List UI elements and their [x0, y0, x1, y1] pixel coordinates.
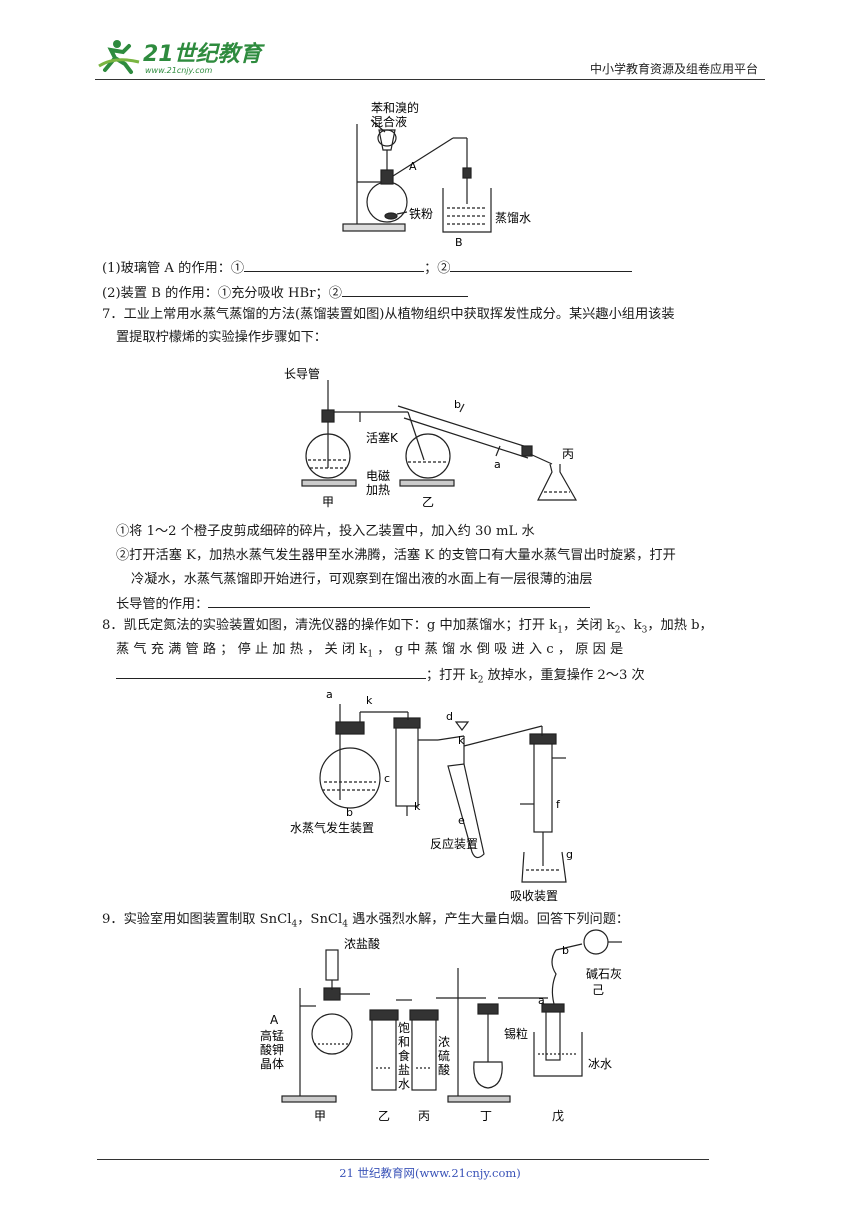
label-water: 蒸馏水	[495, 211, 531, 225]
label-nacl-2: 和	[398, 1035, 410, 1049]
figure-bromobenzene-apparatus: 苯和溴的 混合液 A 铁粉 蒸馏水 B	[342, 100, 531, 248]
header-divider	[95, 79, 765, 80]
q7-line-2: 置提取柠檬烯的实验操作步骤如下：	[116, 330, 327, 345]
label-jia: 甲	[314, 1109, 326, 1123]
figure-kjeldahl-apparatus: a k b c k d k e f g 水蒸气发生装置 反应装置 吸收装置	[290, 688, 573, 903]
label-ding: 丁	[480, 1109, 492, 1123]
footer-link[interactable]: 21 世纪教育网(www.21cnjy.com)	[339, 1166, 521, 1180]
label-yi: 乙	[422, 495, 434, 509]
label-tin: 锡粒	[504, 1026, 528, 1041]
label-heat-2: 加热	[366, 483, 390, 497]
footer-divider	[97, 1159, 709, 1160]
logo-title: 21世纪教育	[143, 41, 266, 67]
label-a: a	[494, 458, 501, 471]
label-heat-1: 电磁	[366, 468, 390, 483]
q7-step-2b: 冷凝水，水蒸气蒸馏即开始进行，可观察到在馏出液的水面上有一层很薄的油层	[131, 572, 593, 587]
label-reaction: 反应装置	[430, 836, 478, 851]
q6-line-1: (1)玻璃管 A 的作用：①；②	[102, 257, 633, 279]
q8-line-3: ；打开 k2 放掉水，重复操作 2～3 次	[116, 664, 645, 691]
q8-line-2: 蒸 气 充 满 管 路 ； 停 止 加 热 ， 关 闭 k1 ， g 中 蒸 馏…	[116, 642, 624, 660]
label-jia: 甲	[322, 495, 334, 509]
label-nacl-4: 盐	[398, 1063, 410, 1077]
label-k1: k	[366, 694, 373, 707]
q6-line-2: (2)装置 B 的作用：①充分吸收 HBr；②	[102, 282, 468, 304]
label-hcl: 浓盐酸	[344, 936, 380, 951]
label-a-2: a	[538, 994, 545, 1007]
label-kmno4-2: 酸钾	[260, 1042, 284, 1057]
label-absorb: 吸收装置	[510, 889, 558, 903]
label-b: b	[346, 806, 353, 819]
label-iron: 铁粉	[409, 207, 433, 221]
q7-line-1: 7．工业上常用水蒸气蒸馏的方法(蒸馏装置如图)从植物组织中获取挥发性成分。某兴趣…	[102, 307, 675, 322]
label-g: g	[566, 848, 573, 861]
site-logo: 21世纪教育 www.21cnjy.com	[95, 36, 275, 76]
label-kmno4-1: 高锰	[260, 1028, 284, 1043]
figure-steam-distillation: 长导管 活塞K 电磁 加热 甲 乙 丙 b a	[284, 366, 578, 509]
label-nacl-1: 饱	[398, 1020, 410, 1035]
q8-line-1: 8．凯氏定氮法的实验装置如图，清洗仪器的操作如下：g 中加蒸馏水；打开 k1，关…	[102, 618, 713, 636]
q7-step-2a: ②打开活塞 K，加热水蒸气发生器甲至水沸腾，活塞 K 的支管口有大量水蒸气冒出时…	[116, 548, 676, 563]
label-bing: 丙	[418, 1109, 430, 1123]
figure-sncl4-apparatus: 浓盐酸 A 高锰 酸钾 晶体 饱 和 食 盐 水 浓 硫 酸 锡粒 碱石灰 己 …	[260, 929, 622, 1123]
label-h2so4-1: 浓	[438, 1035, 450, 1049]
label-a: A	[409, 160, 417, 173]
label-kmno4-3: 晶体	[260, 1057, 284, 1071]
q9-line-1: 9．实验室用如图装置制取 SnCl4，SnCl4 遇水强烈水解，产生大量白烟。回…	[102, 912, 630, 930]
q7-question: 长导管的作用：	[116, 593, 591, 615]
label-e: e	[458, 814, 465, 827]
label-k2: k	[414, 800, 421, 813]
label-c: c	[384, 772, 390, 785]
label-nacl-5: 水	[398, 1077, 410, 1091]
logo-url: www.21cnjy.com	[145, 66, 212, 75]
label-wu: 戊	[552, 1109, 564, 1123]
label-a: A	[270, 1013, 279, 1027]
label-ji: 己	[592, 983, 604, 997]
label-f: f	[556, 798, 561, 811]
label-h2so4-3: 酸	[438, 1062, 450, 1077]
label-mix-2: 混合液	[371, 114, 407, 129]
label-valve-k: 活塞K	[366, 430, 399, 445]
label-soda-lime: 碱石灰	[586, 967, 622, 981]
platform-name: 中小学教育资源及组卷应用平台	[589, 62, 758, 76]
label-d: d	[446, 710, 453, 723]
label-k3: k	[458, 734, 465, 747]
label-b: b	[562, 944, 569, 957]
runner-logo-icon: 21世纪教育 www.21cnjy.com	[98, 40, 266, 75]
label-long-tube: 长导管	[284, 366, 320, 381]
label-bing: 丙	[562, 447, 574, 461]
label-b: b	[454, 398, 461, 411]
label-ice-water: 冰水	[588, 1057, 612, 1071]
label-b: B	[455, 236, 463, 248]
label-a: a	[326, 688, 333, 701]
q7-step-1: ①将 1～2 个橙子皮剪成细碎的碎片，投入乙装置中，加入约 30 mL 水	[116, 524, 535, 539]
label-h2so4-2: 硫	[438, 1048, 450, 1063]
label-nacl-3: 食	[398, 1048, 410, 1063]
label-mix: 苯和溴的	[371, 100, 419, 115]
label-steam-generator: 水蒸气发生装置	[290, 820, 374, 835]
label-yi: 乙	[378, 1109, 390, 1123]
